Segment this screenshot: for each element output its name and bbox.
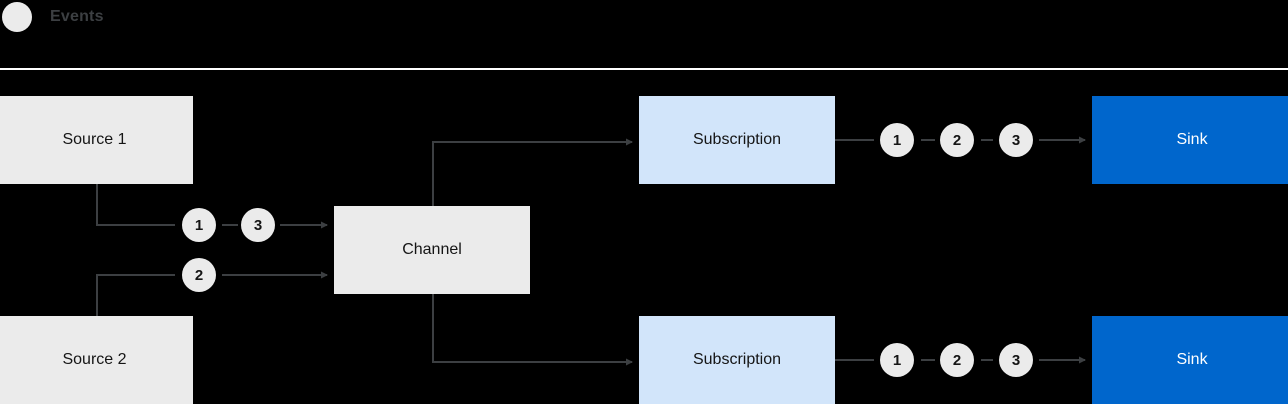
node-subscription-2[interactable]: Subscription: [639, 316, 835, 404]
node-subscription-2-label: Subscription: [692, 351, 782, 368]
event-badge-source1-out: 1: [182, 208, 216, 242]
node-sink-2[interactable]: Sink: [1092, 316, 1288, 404]
node-sink-1-label: Sink: [1176, 131, 1208, 148]
event-badge-source1-extra: 3: [241, 208, 275, 242]
event-badge-sub2-3: 3: [999, 343, 1033, 377]
node-subscription-1[interactable]: Subscription: [639, 96, 835, 184]
legend-label: Events: [50, 8, 104, 25]
node-source-2-label: Source 2: [62, 351, 127, 368]
node-source-1[interactable]: Source 1: [0, 96, 193, 184]
header-divider: [0, 68, 1288, 70]
event-dot-icon: [2, 2, 32, 32]
legend: Events: [0, 0, 104, 34]
event-badge-sub1-3: 3: [999, 123, 1033, 157]
node-source-2[interactable]: Source 2: [0, 316, 193, 404]
event-badge-sub1-1: 1: [880, 123, 914, 157]
event-badge-sub2-1: 1: [880, 343, 914, 377]
node-sink-2-label: Sink: [1176, 351, 1208, 368]
event-badge-source2-out: 2: [182, 258, 216, 292]
node-sink-1[interactable]: Sink: [1092, 96, 1288, 184]
node-channel-label: Channel: [402, 241, 462, 258]
event-badge-sub2-2: 2: [940, 343, 974, 377]
node-source-1-label: Source 1: [62, 131, 127, 148]
node-channel[interactable]: Channel: [334, 206, 530, 294]
event-badge-sub1-2: 2: [940, 123, 974, 157]
node-subscription-1-label: Subscription: [692, 131, 782, 148]
